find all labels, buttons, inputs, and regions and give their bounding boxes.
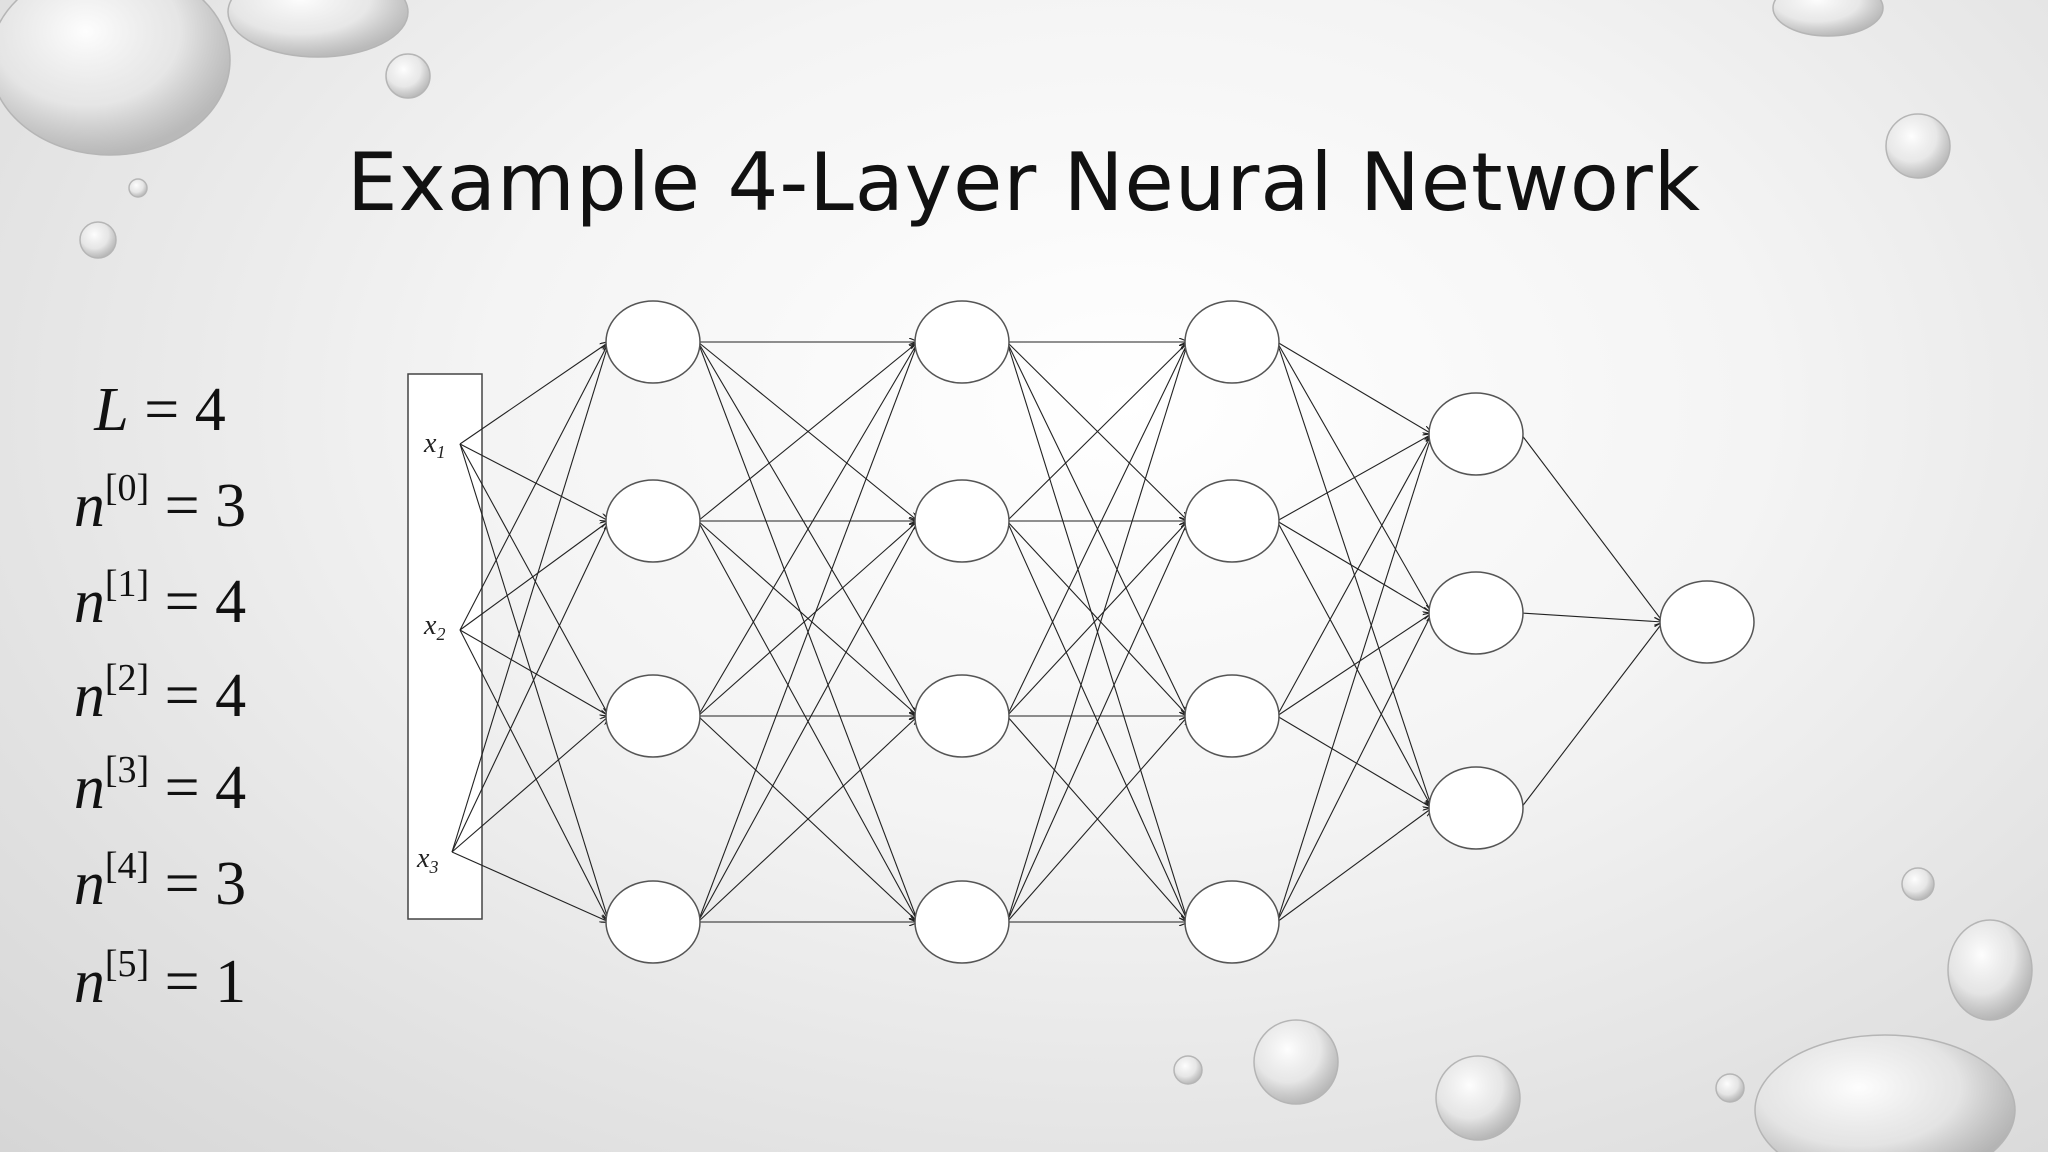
neuron-layer4-3 [1428,766,1524,850]
connection-edge [451,342,609,853]
neuron-layer3-3 [1184,674,1280,758]
input-label-x3: x3 [416,843,438,877]
connection-edge [459,342,609,445]
connection-edge [1276,613,1432,717]
drop-decoration [1435,1055,1521,1141]
neuron-layer5-1 [1659,580,1755,664]
connection-edge [1520,433,1663,622]
connection-edge [697,521,918,923]
connection-edge [1276,520,1432,613]
connection-edge [459,521,609,631]
connection-edge [1276,341,1432,434]
equation-n4: n[4] = 3 [73,845,247,918]
drop-decoration [1772,0,1884,37]
drop-decoration [1173,1055,1203,1085]
neuron-layer1-1 [605,300,701,384]
connection-edge [697,342,918,522]
connection-edge [451,521,609,853]
equation-n5: n[5] = 1 [73,943,247,1016]
connection-edge [697,342,918,717]
connection-edge [1006,342,1188,522]
drop-decoration [1253,1019,1339,1105]
connection-edge [1520,612,1663,622]
connection-edge [459,629,609,716]
neuron-layer2-4 [914,880,1010,964]
neuron-layer1-3 [605,674,701,758]
connection-edge [459,443,609,716]
drop-decoration [1715,1073,1745,1103]
neuron-layer2-3 [914,674,1010,758]
drop-decoration [0,0,231,156]
network-connections [451,341,1663,923]
connection-edge [697,521,918,717]
connection-edge [1520,622,1663,809]
input-label-x2: x2 [423,610,445,644]
connection-edge [1006,521,1188,717]
drop-decoration [1885,113,1951,179]
connection-edge [1276,613,1432,923]
network-neurons [605,300,1755,964]
connection-edge [451,716,609,853]
neuron-layer4-2 [1428,571,1524,655]
equation-num-layers: L = 4 [94,376,226,444]
connection-edge [1276,434,1432,923]
connection-edge [451,851,609,922]
drop-decoration [79,221,117,259]
input-label-x1: x1 [423,428,445,462]
neuron-layer2-1 [914,300,1010,384]
connection-edge [1006,342,1188,923]
neuron-layer4-1 [1428,392,1524,476]
equation-n0: n[0] = 3 [73,467,247,540]
drop-decoration [227,0,409,58]
neuron-layer2-2 [914,479,1010,563]
connection-edge [1276,434,1432,522]
connection-edge [1006,342,1188,717]
connection-edge [1006,716,1188,923]
connection-edge [1276,715,1432,808]
connection-edge [459,342,609,631]
slide-title: Example 4-Layer Neural Network [346,136,1702,229]
equation-n1: n[1] = 4 [73,563,247,636]
drop-decoration [1754,1034,2016,1152]
connection-edge [459,443,609,922]
neuron-layer3-4 [1184,880,1280,964]
drop-decoration [128,178,148,198]
drop-decoration [1947,919,2033,1021]
connection-edge [697,342,918,923]
connection-edge [459,629,609,922]
connection-edge [697,716,918,923]
connection-edge [1276,434,1432,717]
connection-edge [1006,521,1188,923]
neuron-layer3-1 [1184,300,1280,384]
neuron-layer1-2 [605,479,701,563]
drop-decoration [1901,867,1935,901]
equation-n2: n[2] = 4 [73,657,247,730]
neuron-layer1-4 [605,880,701,964]
neuron-layer3-2 [1184,479,1280,563]
equation-n3: n[3] = 4 [73,749,247,822]
connection-edge [1276,808,1432,923]
input-layer-box [407,373,483,920]
connection-edge [459,443,609,521]
drop-decoration [385,53,431,99]
